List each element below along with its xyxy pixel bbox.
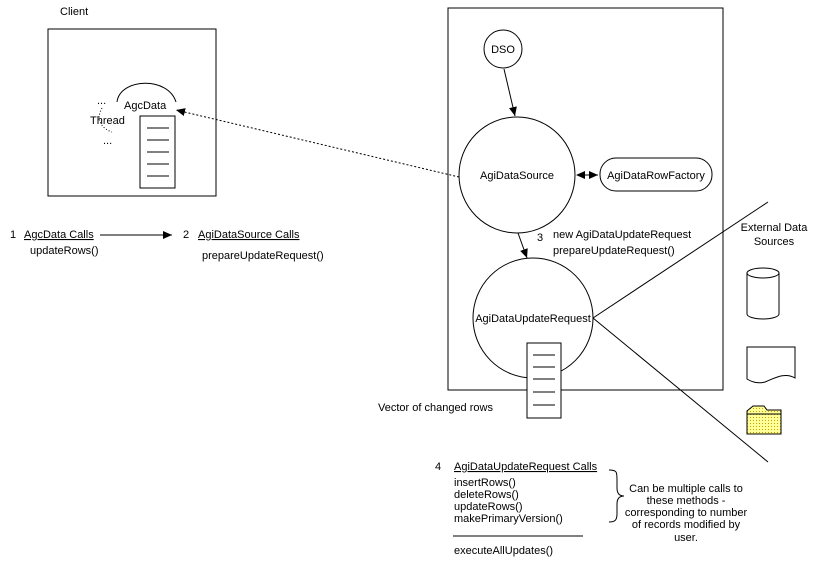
dso-label: DSO [491,44,515,56]
datasource-to-request-arrow [517,232,528,259]
step4-method-4: makePrimaryVersion() [454,513,563,525]
step1-method: updateRows() [30,245,98,257]
update-request-label: AgiDataUpdateRequest [475,313,591,325]
step2-number: 2 [183,229,189,241]
client-box [47,28,217,197]
thread-dots-bottom: ... [103,135,112,147]
datasource-label: AgiDataSource [480,170,554,182]
dso-node [483,29,523,69]
step1-number: 1 [10,229,16,241]
thread-dots-top: ... [97,95,106,107]
fan-line-top [592,201,769,319]
database-icon [746,267,780,320]
datasource-node [458,116,576,234]
rowfactory-label: AgiDataRowFactory [607,170,705,182]
folder-icon [746,405,782,435]
step3-line2: prepareUpdateRequest() [553,245,675,257]
fan-line-bottom [592,317,769,463]
client-title: Client [60,6,88,18]
client-rows-list [139,115,176,189]
external-label-line2: Sources [754,236,795,248]
step4-method-1: insertRows() [454,477,516,489]
thread-label: Thread [90,115,125,127]
note-line-4: of records modified by [632,519,741,531]
step4-final-method: executeAllUpdates() [454,545,553,557]
thread-dotted-arc [98,107,113,133]
step4-method-3: updateRows() [454,501,522,513]
step3-number: 3 [537,232,543,244]
note-line-2: these methods - [647,495,726,507]
step4-title: AgiDataUpdateRequest Calls [454,461,598,473]
vector-label: Vector of changed rows [378,402,493,414]
thread-loop-arc [116,82,177,103]
external-label-line1: External Data [741,222,809,234]
document-icon [746,346,796,384]
note-line-5: user. [674,532,698,544]
rowfactory-node [599,157,713,192]
method-brace [608,469,625,523]
step4-number: 4 [435,461,441,473]
datasource-to-client-arrow [175,108,460,178]
note-line-3: corresponding to number [625,507,748,519]
agcdata-label: AgcData [124,100,167,112]
step3-line1: new AgiDataUpdateRequest [553,229,691,241]
note-line-1: Can be multiple calls to [629,483,743,495]
step2-title: AgiDataSource Calls [198,229,300,241]
dso-to-datasource-arrow [503,68,517,117]
step2-method: prepareUpdateRequest() [202,250,324,262]
server-box [447,7,724,391]
step4-method-2: deleteRows() [454,489,519,501]
changed-rows-list [526,342,562,419]
step1-title: AgcData Calls [24,229,94,241]
